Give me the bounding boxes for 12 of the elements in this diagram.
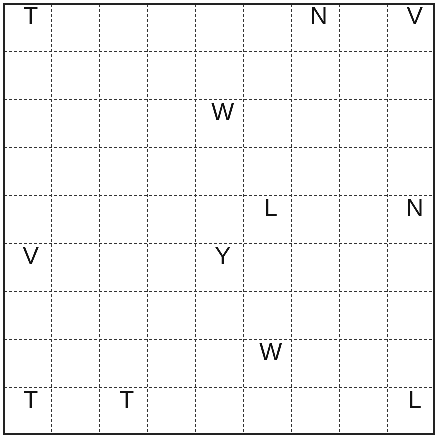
- grid-letter: Y: [214, 243, 231, 270]
- grid-letter: T: [120, 387, 134, 414]
- grid-letter: T: [24, 3, 38, 30]
- grid-letter: V: [406, 3, 423, 30]
- grid-letter: N: [310, 3, 328, 30]
- grid-letter: L: [408, 387, 422, 414]
- grid-letter: T: [24, 387, 38, 414]
- grid-letter: L: [264, 195, 278, 222]
- grid-letter: W: [260, 339, 282, 366]
- grid-letter: V: [22, 243, 39, 270]
- grid-letter: W: [212, 99, 234, 126]
- grid-letter: N: [406, 195, 424, 222]
